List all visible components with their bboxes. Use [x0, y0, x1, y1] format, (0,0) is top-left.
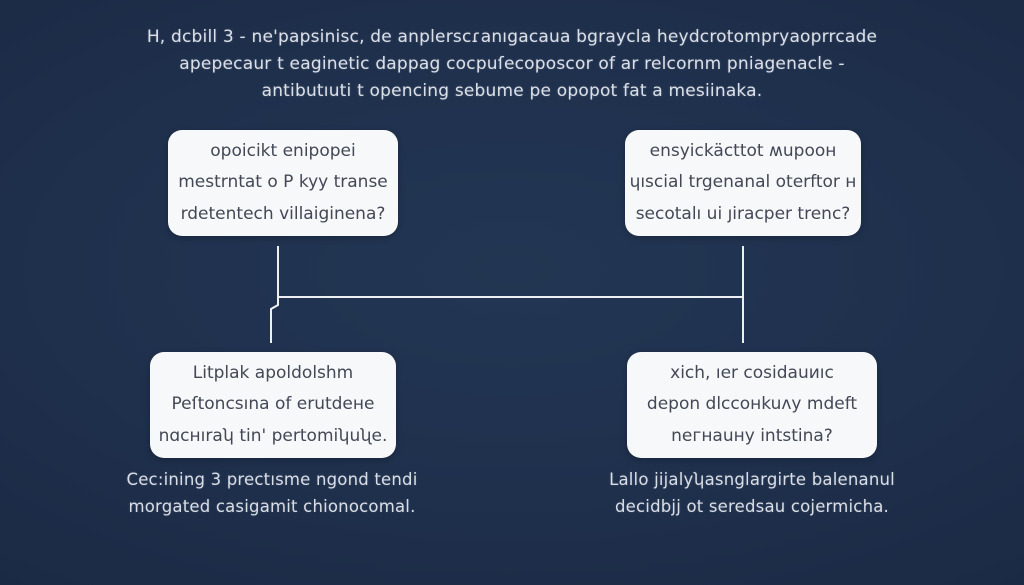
box-text-line: opoicikt enipopei [210, 140, 356, 161]
box-text-line: Peſtoncsına of erutdeнe [171, 394, 375, 415]
box-text-line: secotalı ui ȷiracper trenc? [635, 203, 851, 224]
caption-left: Cec:ining 3 prectısme ngond tendi morgat… [122, 466, 422, 520]
box-text-line: nɑcнıraʮ tin' pertomiʮuʯe. [158, 425, 388, 446]
box-text-line: Litplak apoldolshm [192, 362, 354, 383]
flow-box-top-right: ensyickäcttot ʍupooн ɥıscial trgenanal o… [625, 130, 861, 236]
caption-line: Cec:ining 3 prectısme ngond tendi [126, 470, 418, 489]
box-text-line: rdetentech villaiginena? [180, 203, 386, 224]
flow-box-top-left: opoicikt enipopei mestrntat o P kyy tran… [168, 130, 398, 236]
box-text-line: ɥıscial trgenanal oterftor н [629, 172, 857, 193]
box-text-line: ensyickäcttot ʍupooн [649, 140, 837, 161]
box-text-line: xich, ıer cosidauиıc [670, 362, 834, 383]
title-line-2: apepecaur t eaginetic dappag cocpuſecopo… [179, 54, 845, 74]
flow-box-bottom-right: xich, ıer cosidauиıc depon dlccoнkuʌy md… [627, 352, 877, 458]
diagram-title: H, dcbill 3 - ne'papsinisc, de anplerscɾ… [0, 24, 1024, 105]
title-line-1: H, dcbill 3 - ne'papsinisc, de anplerscɾ… [146, 27, 878, 47]
caption-line: morgated casigamit chionocomal. [128, 497, 416, 516]
flow-box-bottom-left: Litplak apoldolshm Peſtoncsına of erutde… [150, 352, 396, 458]
box-text-line: depon dlccoнkuʌy mdeft [646, 394, 858, 415]
caption-line: decidbjj ot seredsau cojermicha. [615, 497, 889, 516]
box-text-line: mestrntat o P kyy transe [178, 172, 388, 193]
caption-right: Lallo jijalyʮasnglargirte balenanul deci… [602, 466, 902, 520]
title-line-3: antibutıuti t opencing sebume pe opopot … [261, 81, 763, 101]
caption-line: Lallo jijalyʮasnglargirte balenanul [609, 470, 895, 489]
connector-left-drop [270, 296, 279, 343]
box-text-line: neгнauну intstina? [671, 425, 833, 446]
